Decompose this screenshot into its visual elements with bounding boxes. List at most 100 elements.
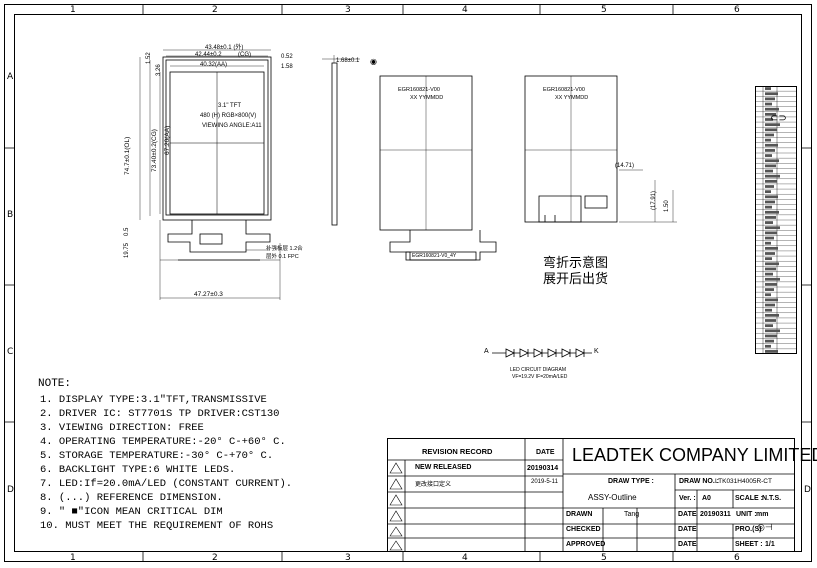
zone-row-b-left: B xyxy=(7,210,14,220)
pin-table-entry xyxy=(765,210,779,214)
front-view-drawing xyxy=(139,49,281,300)
bent-caption-line2: 展开后出货 xyxy=(543,272,609,287)
note-6: 6. BACKLIGHT TYPE:6 WHITE LEDS. xyxy=(40,464,236,476)
note-9: 9. " ■"ICON MEAN CRITICAL DIM xyxy=(40,506,223,518)
pin-table-entry xyxy=(765,138,771,142)
pin-table-entry xyxy=(765,185,774,188)
dim-fpc-left: 19.75 xyxy=(124,242,130,258)
pin-table-entry xyxy=(765,298,778,302)
note-5: 5. STORAGE TEMPERATURE:-30° C-+70° C. xyxy=(40,450,274,462)
dim-cg-note: (CG) xyxy=(238,52,251,58)
checked-date-label: DATE xyxy=(678,526,697,533)
fpc-note-line2: 层外 0.1 FPC xyxy=(266,254,299,260)
pin-table-entry xyxy=(765,190,771,194)
note-8: 8. (...) REFERENCE DIMENSION. xyxy=(40,492,223,504)
approved-date-label: DATE xyxy=(678,541,697,548)
pin-table-entry xyxy=(765,226,780,230)
pin-table-entry xyxy=(765,252,775,255)
title-block-grid xyxy=(387,438,795,552)
zone-row-d-right: D xyxy=(804,485,811,495)
drawn-value: Tang xyxy=(624,511,640,518)
unit-value: mm xyxy=(756,511,769,518)
draw-type-value: ASSY-Outline xyxy=(588,493,637,502)
pin-table-entry xyxy=(765,339,774,343)
pin-table-entry xyxy=(765,277,780,281)
pin-table-entry xyxy=(765,308,772,312)
drawn-date-label: DATE xyxy=(678,511,697,518)
draw-type-label: DRAW TYPE : xyxy=(608,478,654,485)
draw-no-value: LTK031H4005R-CT xyxy=(715,478,772,485)
led-circuit-diagram xyxy=(492,348,592,358)
unit-label: UNIT : xyxy=(736,511,757,518)
zone-col-4-bottom: 4 xyxy=(462,553,468,563)
zone-col-5-bottom: 5 xyxy=(601,553,607,563)
dim-aa-width: 40.32(AA) xyxy=(200,62,228,68)
dim-overall-width: 43.48±0.1 (外) xyxy=(205,45,244,51)
tft-label-line3: VIEWING ANGLE:A11 xyxy=(202,123,262,129)
ver-label: Ver. : xyxy=(679,495,696,502)
note-7: 7. LED:If=20.0mA/LED (CONSTANT CURRENT). xyxy=(40,478,293,490)
scale-label: SCALE : xyxy=(735,495,763,502)
pin-table-entry xyxy=(765,334,777,338)
tft-label-line2: 480 (H) RGB×800(V) xyxy=(200,113,257,119)
zone-col-1-bottom: 1 xyxy=(70,553,76,563)
pin-table-grid xyxy=(755,86,797,354)
bent-view-drawing xyxy=(524,75,677,223)
stamp-icon: ⊂⊃ xyxy=(770,113,787,124)
bent-caption-line1: 弯折示意图 xyxy=(543,256,609,271)
led-anode-label: A xyxy=(484,348,489,355)
pin-table-entry xyxy=(765,303,775,307)
pin-table-entry xyxy=(765,128,777,132)
pin-table-entry xyxy=(765,149,775,152)
pin-table-entry xyxy=(765,143,778,147)
pin-table-entry xyxy=(765,324,773,328)
zone-col-1-top: 1 xyxy=(70,5,76,15)
dim-cg-width: 42.44±0.2 xyxy=(195,52,222,58)
bent-dim-a: (14.71) xyxy=(615,163,635,169)
dim-aa-height: 67.20(AA) xyxy=(164,125,171,155)
date-header: DATE xyxy=(536,449,555,456)
drawing-border-outer xyxy=(4,4,812,562)
pin-table-entry xyxy=(765,154,772,157)
pin-table-entry xyxy=(765,262,779,266)
dim-cg-height: 73.40±0.2(CG) xyxy=(151,129,158,172)
back-label-line2: XX YYMMDD xyxy=(410,95,444,101)
pin-table-entry xyxy=(765,164,776,168)
bent-dim-b: (17.91) xyxy=(651,190,657,210)
dim-thickness: 1.68±0.1 xyxy=(336,58,360,64)
dim-top-2: 3.26 xyxy=(156,64,162,76)
bent-label-line1: EGR160821-V00 xyxy=(543,87,585,93)
pin-table-entry xyxy=(765,216,776,219)
scale-value: N.T.S. xyxy=(762,495,782,502)
pin-table-entry xyxy=(765,329,780,333)
dim-top: 1.52 xyxy=(146,52,152,64)
note-3: 3. VIEWING DIRECTION: FREE xyxy=(40,422,204,434)
draw-no-label: DRAW NO. : xyxy=(679,478,720,485)
drawn-date-value: 20190311 xyxy=(700,511,731,518)
note-2: 2. DRIVER IC: ST7701S TP DRIVER:CST130 xyxy=(40,408,280,420)
pin-table-entry xyxy=(765,288,774,291)
note-10: 10. MUST MEET THE REQUIREMENT OF ROHS xyxy=(40,520,274,532)
pin-table-entry xyxy=(765,97,775,101)
rev2-date: 2019-5-11 xyxy=(531,479,558,485)
pin-table-entry xyxy=(765,257,772,261)
pin-table-entry xyxy=(765,293,771,297)
pin-table-entry xyxy=(765,159,779,163)
pin-table-entry xyxy=(765,195,778,199)
target-icon: ◉ xyxy=(370,57,377,66)
pin-table-entry xyxy=(765,272,773,276)
pin-table-entry xyxy=(765,112,776,116)
pin-table-entry xyxy=(765,123,780,127)
approved-label: APPROVED xyxy=(566,541,606,548)
dim-overall-height: 74.7±0.1(OL) xyxy=(124,136,131,175)
pin-table-entry xyxy=(765,231,777,235)
bent-label-line2: XX YYMMDD xyxy=(555,95,589,101)
sheet-label: SHEET : xyxy=(735,541,763,548)
back-fpc-label: EGR160821-V0_4Y xyxy=(412,253,457,259)
pin-table-entry xyxy=(765,102,772,106)
bent-dim-c: 1.50 xyxy=(664,200,670,212)
back-label-line1: EGR160821-V00 xyxy=(398,87,440,93)
pin-table-entry xyxy=(765,200,775,204)
zone-col-3-top: 3 xyxy=(345,5,351,15)
